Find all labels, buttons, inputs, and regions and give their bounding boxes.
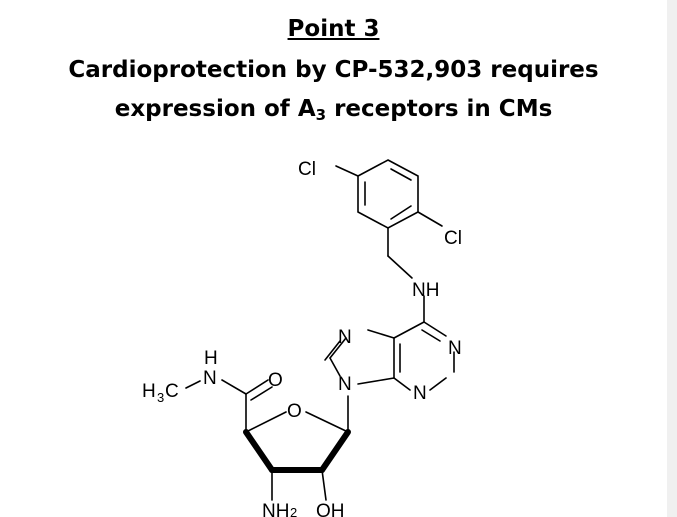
- benzene-double-bond-2: [390, 205, 412, 220]
- atom-nh2-sub: 2: [290, 505, 297, 517]
- atom-cl-top: Cl: [298, 159, 316, 180]
- title-text-pre: expression of A: [114, 96, 316, 122]
- slide-title-line-1: Cardioprotection by CP-532,903 requires: [68, 57, 599, 83]
- title-subscript: 3: [315, 106, 327, 124]
- ribose-ring: [243, 395, 351, 473]
- bond-sugar-oh: [321, 469, 327, 501]
- atom-o-ring: O: [287, 401, 302, 422]
- bond-carbonyl-o-2: [250, 386, 273, 401]
- atom-n-purine-bottom: N: [413, 383, 427, 404]
- slide-title-line-2: expression of A3 receptors in CMs: [0, 96, 667, 124]
- atom-nh2: NH: [262, 501, 289, 517]
- atom-n-purine-top: N: [338, 327, 352, 348]
- bond-ring-cl-top: [335, 165, 359, 177]
- atom-h3c-h: H: [142, 381, 156, 402]
- bond-carbonyl-nh: [221, 379, 247, 395]
- atom-n-amide: N: [203, 368, 217, 389]
- bond-ch2-nh: [387, 255, 413, 279]
- bond-ring-cl-right: [417, 211, 443, 227]
- title-text-post: receptors in CMs: [326, 96, 553, 122]
- atom-h-amide: H: [204, 348, 218, 369]
- atom-h3c-sub: 3: [157, 390, 164, 405]
- purine-six-ring: [393, 321, 455, 391]
- atom-n-purine-left: N: [338, 374, 352, 395]
- atom-nh: NH: [412, 280, 439, 301]
- atom-o-carbonyl: O: [268, 370, 283, 391]
- atom-n-purine-right: N: [448, 338, 462, 359]
- atom-cl-right: Cl: [444, 228, 462, 249]
- atom-h3c-c: C: [165, 381, 179, 402]
- benzene-ring: [357, 159, 419, 229]
- scrollbar-track[interactable]: [667, 0, 677, 517]
- benzene-outline: [357, 159, 419, 229]
- bond-carbonyl-o-1: [245, 379, 269, 395]
- purine-five-ring: [324, 329, 395, 385]
- benzene-double-bond-1: [390, 168, 412, 181]
- atom-oh: OH: [316, 501, 345, 517]
- bond-nh-ch3: [185, 380, 201, 389]
- point-heading: Point 3: [287, 16, 380, 42]
